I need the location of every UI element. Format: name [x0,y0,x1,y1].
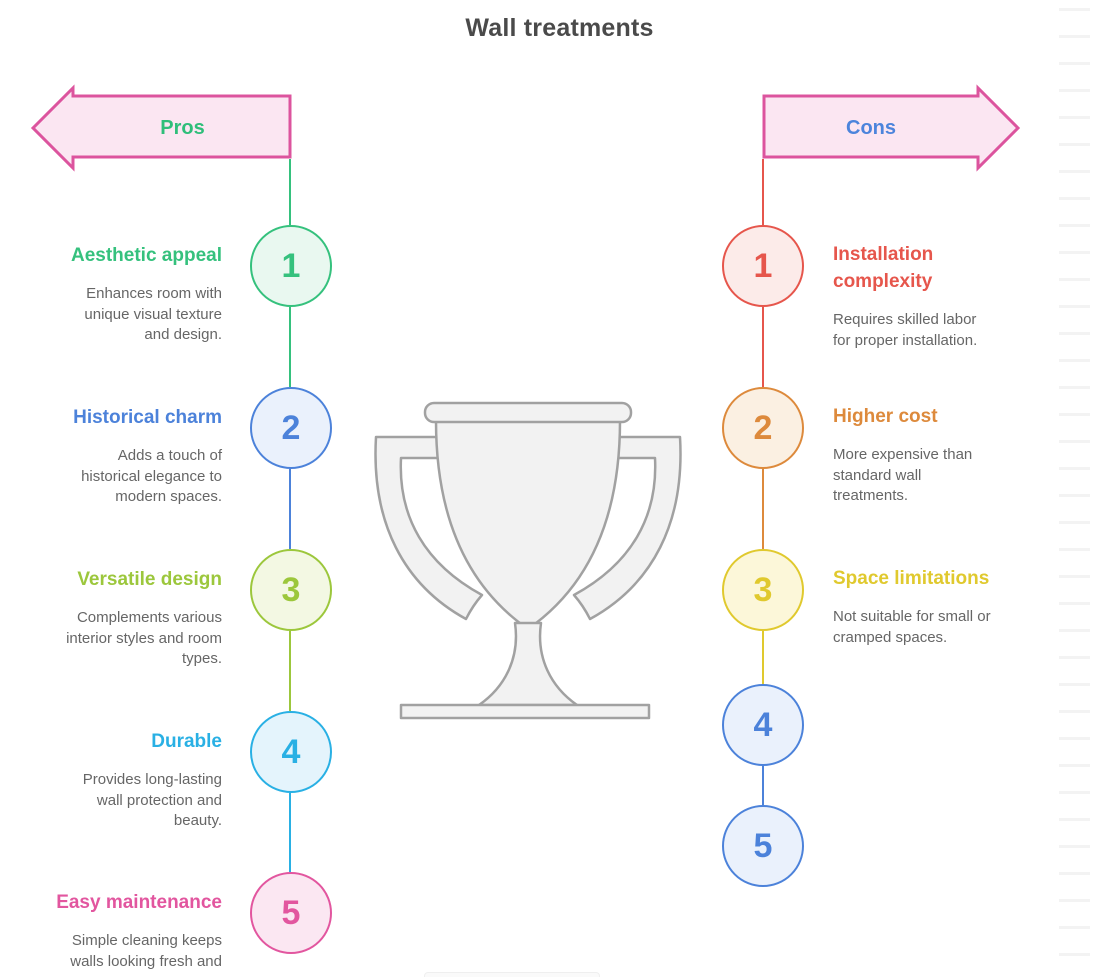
pros-step-5-number: 5 [281,894,301,932]
pros-connector-4-5 [289,793,291,872]
cons-connector-arrow-1 [762,159,764,225]
cons-step-3-number: 3 [753,571,773,609]
pros-arrow-icon [30,84,292,172]
cons-connector-4-5 [762,766,764,805]
pros-item-2-title: Historical charm [73,407,222,428]
cons-item-1-title: Installation complexity [833,244,934,292]
cons-item-3-title: Space limitations [833,568,990,589]
bottom-cutoff-element [424,972,600,977]
pros-step-3-number: 3 [281,571,301,609]
pros-arrow-label: Pros [160,117,205,139]
cons-step-1-circle: 1 [722,225,804,307]
cons-arrow-label: Cons [846,117,896,139]
pros-item-2: Historical charm Adds a touch of histori… [73,404,222,508]
trophy-base [399,703,651,720]
cons-step-5-number: 5 [753,827,773,865]
pros-item-2-description: Adds a touch of historical elegance to m… [81,447,222,505]
pros-step-2-number: 2 [281,409,301,447]
cons-step-2-number: 2 [753,409,773,447]
trophy-rim [423,401,633,424]
pros-item-4-title: Durable [151,731,222,752]
cons-step-1-number: 1 [753,247,773,285]
cons-item-1: Installation complexity Requires skilled… [833,241,977,351]
cons-item-1-description: Requires skilled labor for proper instal… [833,311,978,349]
trophy-icon [374,401,682,720]
trophy-right-handle [572,435,682,621]
pros-step-5-circle: 5 [250,872,332,954]
pros-item-5: Easy maintenance Simple cleaning keeps w… [56,889,222,972]
cons-step-4-number: 4 [753,706,773,744]
pros-step-3-circle: 3 [250,549,332,631]
pros-arrow-shape [30,84,292,172]
pros-item-3-description: Complements various interior styles and … [66,609,222,667]
cons-step-2-circle: 2 [722,387,804,469]
cons-step-4-circle: 4 [722,684,804,766]
cons-item-2-title: Higher cost [833,406,938,427]
pros-item-5-description: Simple cleaning keeps walls looking fres… [70,932,222,970]
cons-step-3-circle: 3 [722,549,804,631]
cons-connector-2-3 [762,469,764,549]
pros-item-4-description: Provides long-lasting wall protection an… [82,771,222,829]
edge-dashes-decoration [1059,8,1090,973]
cons-connector-1-2 [762,307,764,387]
pros-connector-1-2 [289,307,291,387]
pros-connector-3-4 [289,631,291,711]
pros-item-1-description: Enhances room with unique visual texture… [84,285,222,343]
pros-step-4-number: 4 [281,733,301,771]
pros-connector-2-3 [289,469,291,549]
pros-item-1-title: Aesthetic appeal [71,245,222,266]
cons-step-5-circle: 5 [722,805,804,887]
pros-item-3: Versatile design Complements various int… [66,566,222,670]
trophy-stem [477,621,579,707]
pros-item-3-title: Versatile design [77,569,222,590]
pros-item-1: Aesthetic appeal Enhances room with uniq… [71,242,222,346]
pros-connector-arrow-1 [289,159,291,225]
trophy-left-handle [374,435,484,621]
pros-step-2-circle: 2 [250,387,332,469]
cons-item-2-description: More expensive than standard wall treatm… [833,446,973,504]
pros-item-5-title: Easy maintenance [56,892,222,913]
pros-step-1-circle: 1 [250,225,332,307]
cons-item-3: Space limitations Not suitable for small… [833,565,991,648]
cons-arrow-shape [762,84,1021,172]
cons-item-3-description: Not suitable for small or cramped spaces… [833,608,991,646]
cons-arrow-icon [762,84,1021,172]
pros-item-4: Durable Provides long-lasting wall prote… [83,728,222,832]
pros-step-1-number: 1 [281,247,301,285]
cons-connector-3-4 [762,631,764,684]
cons-item-2: Higher cost More expensive than standard… [833,403,972,507]
page-title: Wall treatments [465,14,654,42]
pros-step-4-circle: 4 [250,711,332,793]
